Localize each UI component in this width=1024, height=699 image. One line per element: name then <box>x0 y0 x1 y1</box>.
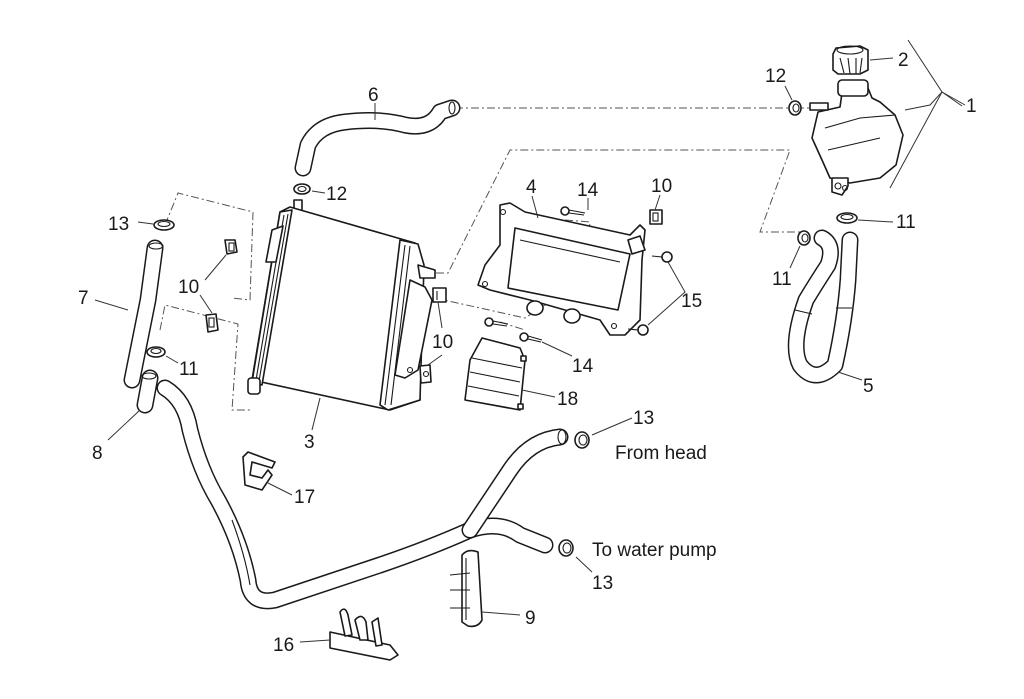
clamp-11-tank[interactable] <box>836 212 858 224</box>
expansion-tank[interactable] <box>809 79 904 196</box>
bolt-14-left[interactable] <box>484 317 509 327</box>
leader-line <box>541 341 573 357</box>
callouts: 1 2 3 4 5 6 7 8 9 10 10 10 11 11 11 12 1… <box>78 50 977 656</box>
callout-3: 3 <box>304 432 315 453</box>
leader-line <box>199 254 227 314</box>
holder-9[interactable] <box>449 549 483 628</box>
leader-line <box>165 355 179 364</box>
clip-10-a[interactable] <box>224 239 238 255</box>
callout-14-bottom: 14 <box>572 356 594 377</box>
callout-18: 18 <box>557 389 578 410</box>
callout-10-right: 10 <box>651 176 672 197</box>
leader-line <box>941 91 963 107</box>
callout-10-middle: 10 <box>432 332 453 353</box>
callout-10-left: 10 <box>178 277 199 298</box>
clamp-11-left[interactable] <box>146 346 166 358</box>
tank-cap[interactable] <box>832 45 869 75</box>
leader-line <box>94 299 129 311</box>
holder-16[interactable] <box>329 608 399 661</box>
clamp-13-from-head[interactable] <box>574 431 590 449</box>
callout-4: 4 <box>526 177 537 198</box>
leader-line <box>267 482 293 496</box>
bracket[interactable] <box>477 202 646 336</box>
assembly-line <box>159 304 252 411</box>
leader-line <box>311 397 321 431</box>
leader-line <box>521 389 556 398</box>
leader-line <box>107 409 141 441</box>
leader-line <box>869 57 894 61</box>
bolt-14-top[interactable] <box>560 206 586 216</box>
hose-6[interactable] <box>294 99 461 177</box>
leader-line <box>299 639 331 643</box>
clamp-12-radiator[interactable] <box>293 183 311 195</box>
callout-15: 15 <box>681 291 702 312</box>
clip-10-d[interactable] <box>419 364 432 384</box>
callout-11-left: 11 <box>179 359 199 380</box>
hose-7[interactable] <box>123 239 164 389</box>
callout-9: 9 <box>525 608 536 629</box>
leader-line <box>647 261 686 326</box>
callout-12-radiator: 12 <box>326 184 347 205</box>
clamp-12-tank[interactable] <box>788 100 802 116</box>
callout-11-tank: 11 <box>896 212 916 233</box>
hose-5[interactable] <box>787 229 859 384</box>
screw-15-top[interactable] <box>651 251 673 263</box>
leader-line <box>137 221 154 225</box>
clamp-11-hose5[interactable] <box>797 230 811 246</box>
leader-line <box>857 219 894 223</box>
callout-12-tank: 12 <box>765 66 786 87</box>
clamp-13-top-left[interactable] <box>153 219 175 231</box>
screw-15-bottom[interactable] <box>627 324 649 336</box>
cover-18[interactable] <box>464 337 527 411</box>
leader-line <box>481 611 521 616</box>
note-to-water-pump: To water pump <box>592 540 717 561</box>
callout-13-water-pump: 13 <box>592 573 613 594</box>
callout-14-top: 14 <box>577 180 599 201</box>
clip-10-e[interactable] <box>649 209 663 225</box>
callout-1: 1 <box>966 96 977 117</box>
callout-6: 6 <box>368 85 379 106</box>
note-from-head: From head <box>615 443 707 464</box>
clip-17[interactable] <box>242 451 276 491</box>
leader-line <box>591 417 633 436</box>
callout-5: 5 <box>863 376 874 397</box>
leader-line <box>575 556 593 573</box>
leader-line <box>784 85 793 101</box>
callout-17: 17 <box>294 487 315 508</box>
leader-line <box>531 195 539 219</box>
callout-16: 16 <box>273 635 294 656</box>
assembly-line <box>420 149 800 274</box>
assembly-line <box>434 249 631 319</box>
callout-2: 2 <box>898 50 909 71</box>
leader-line <box>427 301 443 366</box>
assembly-line <box>164 192 254 301</box>
bolt-14-bottom[interactable] <box>519 332 543 343</box>
leader-line <box>837 371 863 381</box>
callout-8: 8 <box>92 443 103 464</box>
clamp-13-water-pump[interactable] <box>558 539 574 557</box>
callout-13-from-head: 13 <box>633 408 654 429</box>
hose-8[interactable] <box>136 369 569 610</box>
leader-line <box>311 190 326 194</box>
callout-13-top-left: 13 <box>108 214 129 235</box>
clip-10-b[interactable] <box>205 313 219 333</box>
clip-10-c[interactable] <box>432 287 447 303</box>
leader-line <box>789 245 801 269</box>
radiator[interactable] <box>247 199 436 411</box>
leader-line <box>654 194 661 211</box>
callout-11-hose: 11 <box>772 269 792 290</box>
callout-7: 7 <box>78 288 89 309</box>
